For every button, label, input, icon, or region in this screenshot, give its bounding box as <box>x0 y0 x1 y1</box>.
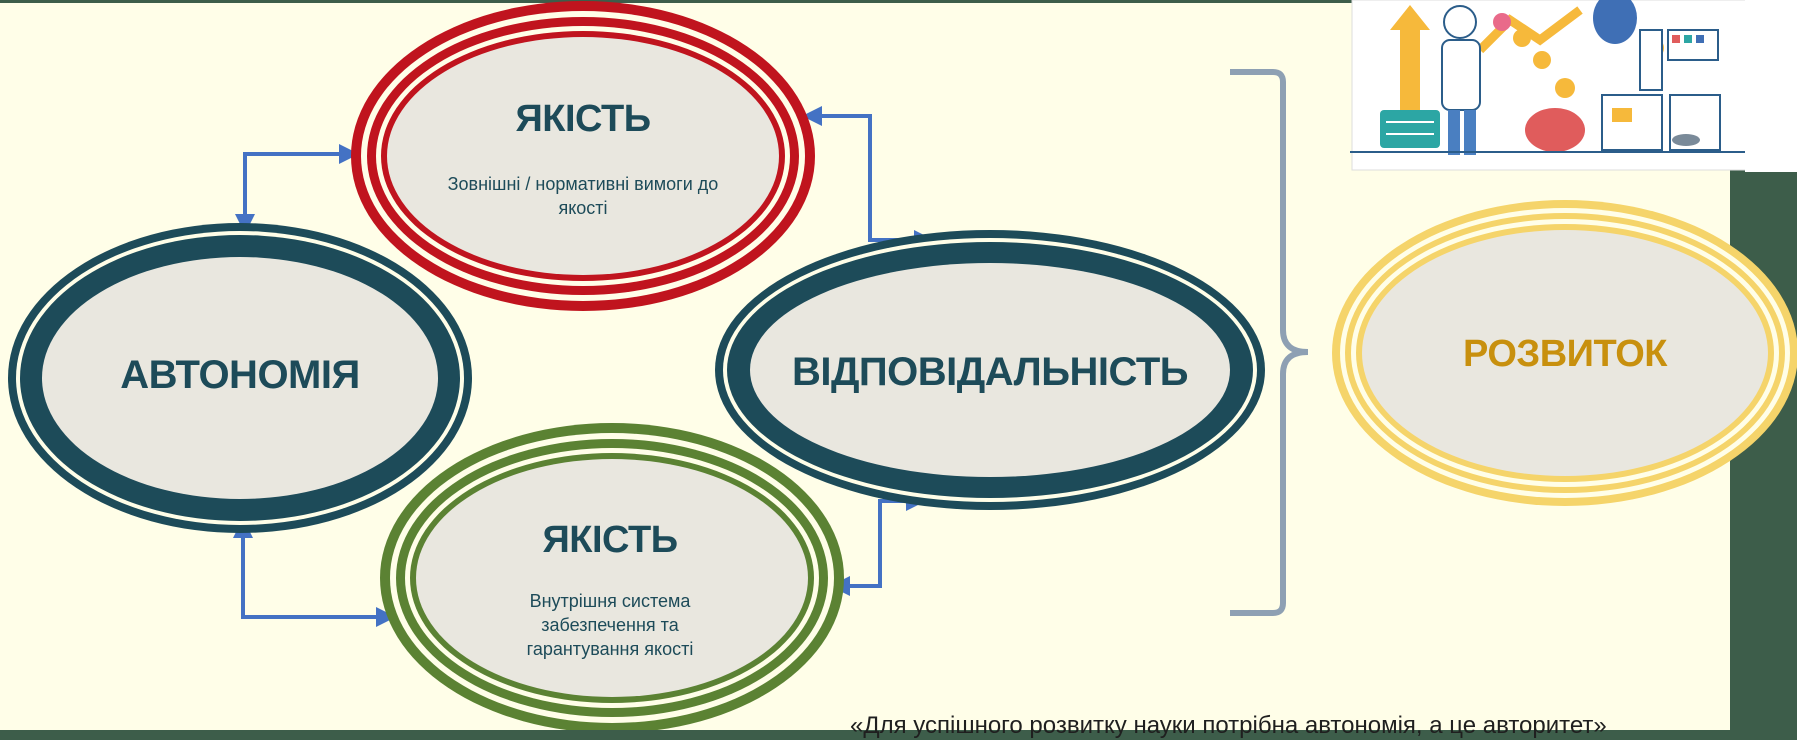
arrow-autonomy-to-quality-external <box>235 144 359 234</box>
business-finance-illustration <box>1350 0 1797 172</box>
autonomy-ellipse <box>8 223 472 533</box>
quality-external-subtitle: Зовнішні / нормативні вимоги до якості <box>447 174 719 218</box>
grouping-bracket <box>1230 69 1309 616</box>
arrow-autonomy-to-quality-internal <box>233 518 396 627</box>
quote-text: «Для успішного розвитку науки потрібна а… <box>850 712 1607 739</box>
responsibility-title: ВІДПОВІДАЛЬНІСТЬ <box>791 350 1189 394</box>
quality-external-title: ЯКІСТЬ <box>515 98 651 140</box>
top-border <box>0 0 1730 3</box>
autonomy-title: АВТОНОМІЯ <box>120 353 360 397</box>
quality-internal-subtitle: Внутрішня система забезпечення та гарант… <box>526 591 694 659</box>
quality-external-ellipse <box>351 1 815 311</box>
development-ellipse <box>1332 200 1797 506</box>
quality-internal-ellipse <box>380 423 844 730</box>
responsibility-ellipse <box>715 230 1265 510</box>
quality-internal-title: ЯКІСТЬ <box>542 519 678 561</box>
development-title: РОЗВИТОК <box>1463 333 1667 375</box>
